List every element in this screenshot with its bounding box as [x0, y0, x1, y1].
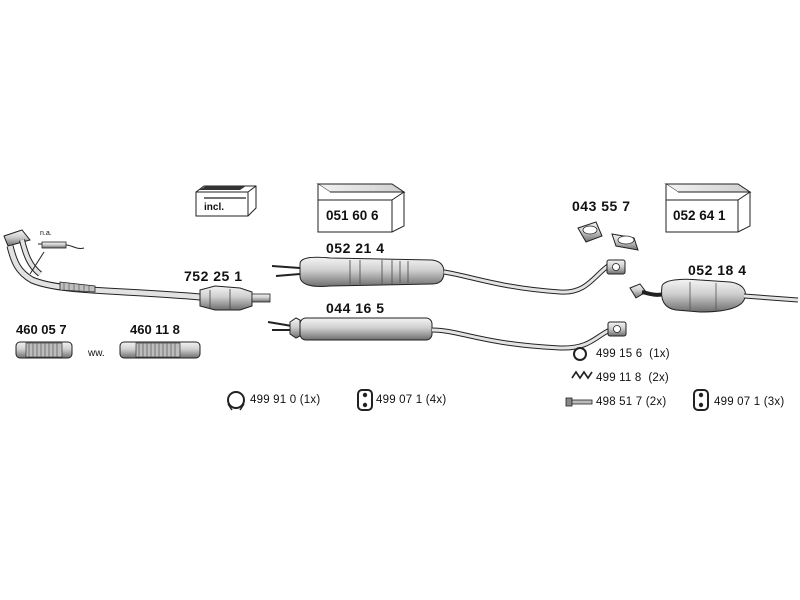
- ww-label: ww.: [88, 348, 105, 359]
- middle-silencer-052-21-4[interactable]: [271, 256, 626, 295]
- part-number-752-25-1: 752 25 1: [184, 268, 243, 284]
- part-number-052-18-4: 052 18 4: [688, 262, 747, 278]
- clamp-ring-icon: [227, 391, 245, 411]
- rubber-mount-icon: [693, 389, 709, 411]
- front-pipe[interactable]: [3, 229, 201, 301]
- clamp-kit-box[interactable]: [195, 185, 257, 217]
- part-number-460-11-8: 460 11 8: [130, 322, 180, 337]
- part-number-044-16-5: 044 16 5: [326, 300, 385, 316]
- hardware-label: 499 11 8 (2x): [596, 372, 669, 384]
- hardware-label: 499 91 0 (1x): [250, 394, 321, 406]
- part-number-460-05-7: 460 05 7: [16, 322, 67, 337]
- rubber-mount-icon: [357, 389, 373, 411]
- hardware-label: 499 07 1 (4x): [376, 394, 447, 406]
- middle-pipe-044-16-5[interactable]: [267, 317, 627, 351]
- part-number-051-60-6: 051 60 6: [326, 208, 379, 223]
- ring-icon: [573, 347, 587, 361]
- hardware-label: 498 51 7 (2x): [596, 396, 667, 408]
- oxygen-sensor[interactable]: [38, 241, 85, 249]
- box-052-64-1: [664, 183, 752, 233]
- hardware-label: 499 15 6 (1x): [596, 348, 670, 360]
- rear-silencer-052-18-4[interactable]: [629, 278, 799, 313]
- connector-043-55-7[interactable]: [577, 221, 639, 251]
- part-number-043-55-7: 043 55 7: [572, 198, 631, 214]
- incl-label: incl.: [204, 202, 225, 213]
- bolt-icon: [565, 397, 593, 407]
- catalytic-converter[interactable]: [199, 285, 271, 311]
- spring-icon: [571, 370, 593, 380]
- hardware-label: 499 07 1 (3x): [714, 396, 785, 408]
- flex-pipe-460-11-8[interactable]: [119, 341, 201, 359]
- part-number-052-21-4: 052 21 4: [326, 240, 385, 256]
- na-note: n.a.: [40, 230, 52, 237]
- box-051-60-6: [316, 183, 406, 233]
- part-number-052-64-1: 052 64 1: [673, 208, 726, 223]
- flex-pipe-460-05-7[interactable]: [15, 341, 73, 359]
